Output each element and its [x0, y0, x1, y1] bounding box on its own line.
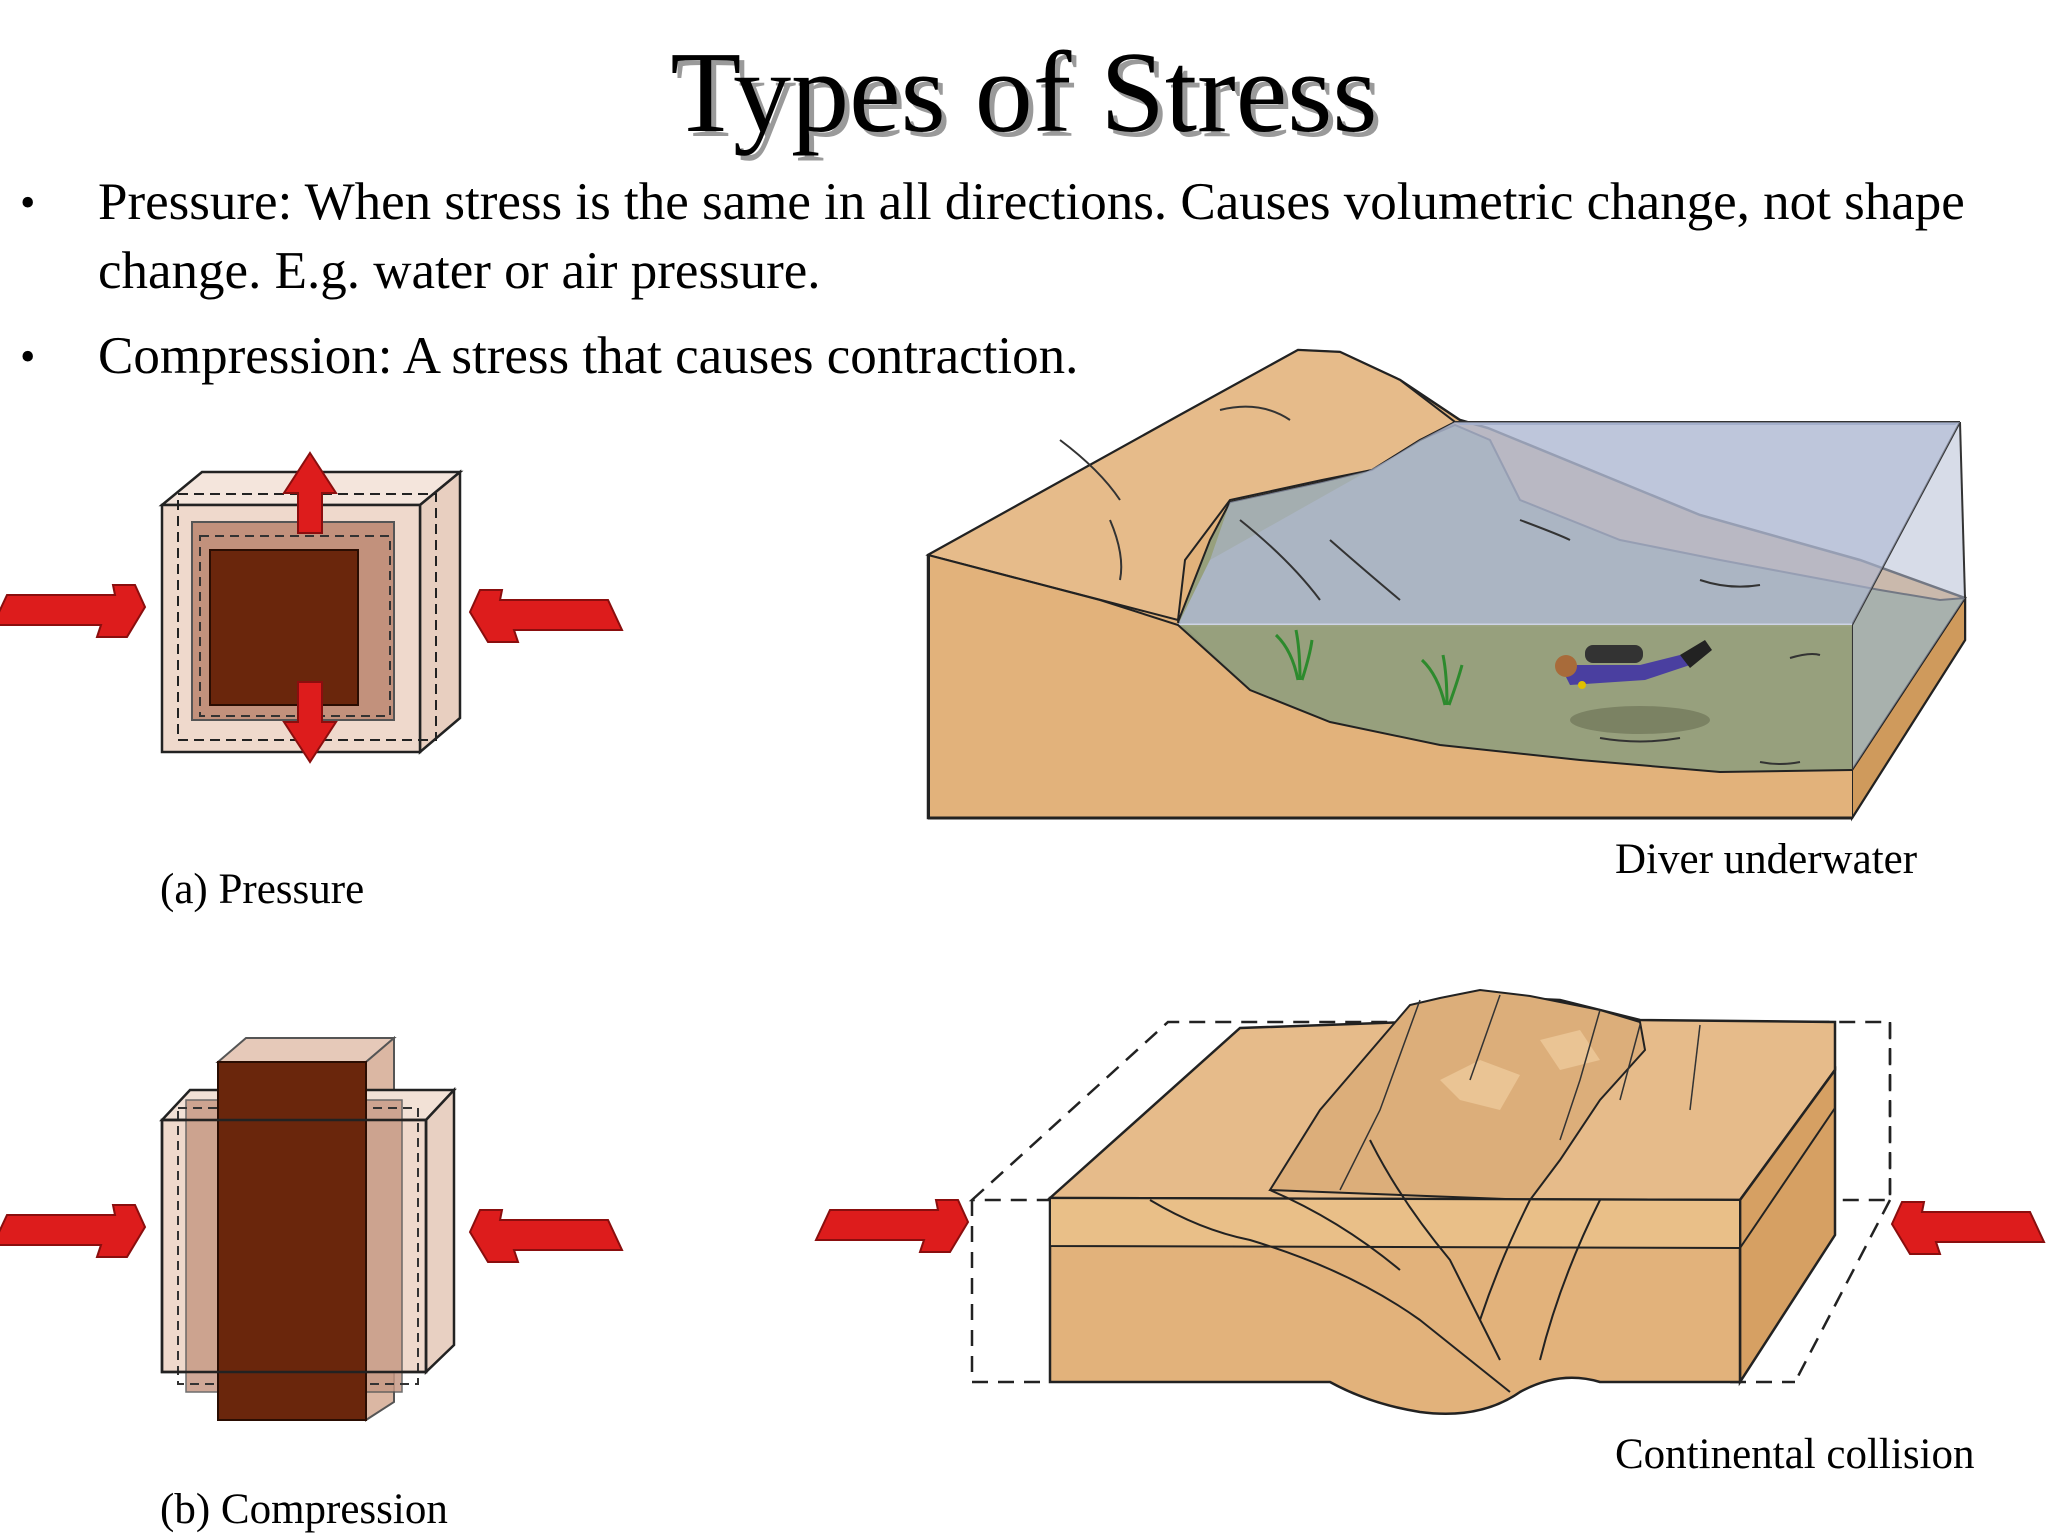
- diver-underwater-diagram: [925, 348, 1967, 822]
- scuba-diver-icon: [1555, 640, 1712, 689]
- bullet-list: • Pressure: When stress is the same in a…: [20, 168, 2010, 407]
- bullet-marker: •: [20, 332, 36, 381]
- bullet-marker: •: [20, 178, 36, 227]
- caption-collision: Continental collision: [1615, 1431, 1975, 1478]
- caption-diver: Diver underwater: [1615, 836, 1918, 883]
- arrow-left-icon: [469, 1209, 623, 1263]
- compression-block: [159, 1035, 457, 1422]
- caption-pressure: (a) Pressure: [160, 866, 365, 913]
- bullet-compression-text: Compression: A stress that causes contra…: [98, 327, 1079, 385]
- arrow-left-icon: [1891, 1201, 2045, 1255]
- arrow-right-icon: [815, 1199, 969, 1253]
- bullet-compression: • Compression: A stress that causes cont…: [20, 322, 2010, 391]
- bullet-pressure-text: Pressure: When stress is the same in all…: [98, 173, 1965, 300]
- arrow-right-icon: [0, 584, 146, 638]
- bullet-pressure: • Pressure: When stress is the same in a…: [20, 168, 2010, 306]
- caption-compression: (b) Compression: [160, 1486, 448, 1533]
- continental-collision-diagram: [968, 988, 1892, 1415]
- slide-title: Types of Stress: [670, 29, 1378, 157]
- arrow-left-icon: [469, 589, 623, 643]
- pressure-cube: [158, 469, 464, 755]
- arrow-right-icon: [0, 1204, 146, 1258]
